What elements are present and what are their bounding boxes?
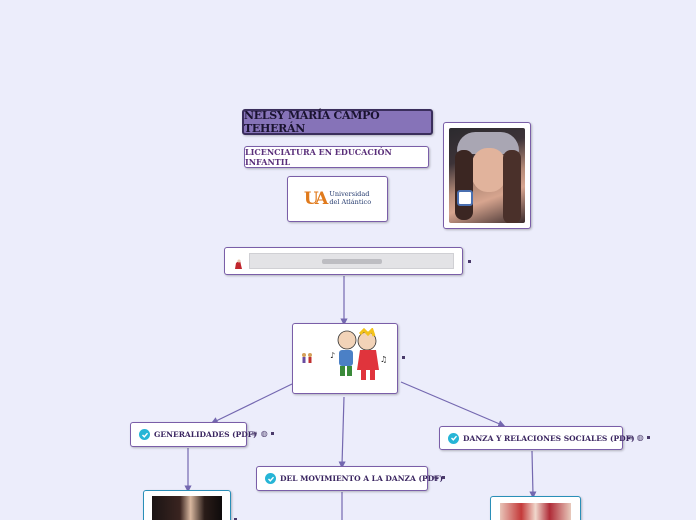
- danza-image: [500, 503, 571, 520]
- university-logo-node[interactable]: UA Universidad del Atlántico: [287, 176, 388, 222]
- topic-generalidades-markers: ≡ ◍: [251, 429, 274, 438]
- globe-icon[interactable]: ◍: [636, 433, 644, 442]
- center-note-marker[interactable]: [402, 356, 405, 359]
- topic-danza-markers: ≡ ◍: [627, 433, 650, 442]
- check-icon: [139, 429, 150, 440]
- note-lines-icon[interactable]: ≡: [627, 433, 634, 442]
- globe-icon[interactable]: ◍: [260, 429, 268, 438]
- hat-icon: [233, 255, 243, 269]
- note-lines-icon[interactable]: ≡: [251, 429, 258, 438]
- hair-shape: [455, 150, 473, 220]
- career-node[interactable]: LICENCIATURA EN EDUCACIÓN INFANTIL: [244, 146, 429, 168]
- career-text: LICENCIATURA EN EDUCACIÓN INFANTIL: [245, 147, 392, 167]
- check-icon: [265, 473, 276, 484]
- photo-overlay-square: [457, 190, 473, 206]
- marker-dot[interactable]: [646, 436, 650, 439]
- topic-movimiento-markers: ≡: [432, 473, 445, 482]
- generalidades-image-node[interactable]: [143, 490, 231, 520]
- topic-label: DEL MOVIMIENTO A LA DANZA (PDF): [280, 474, 444, 483]
- generalidades-image: [152, 496, 222, 520]
- name-title-text: NELSY MARÍA CAMPO TEHERÁN: [244, 109, 380, 135]
- connector-center-danza: [400, 381, 506, 427]
- university-line2: del Atlántico: [329, 198, 372, 206]
- topic-danza-relaciones[interactable]: DANZA Y RELACIONES SOCIALES (PDF): [439, 426, 635, 450]
- check-icon: [448, 432, 459, 444]
- svg-text:♫: ♫: [380, 355, 387, 364]
- university-line1: Universidad: [329, 190, 370, 199]
- university-monogram: UA: [303, 189, 328, 209]
- hair-shape-right: [503, 150, 521, 223]
- video-node[interactable]: [224, 247, 463, 275]
- face-shape: [471, 148, 507, 192]
- video-embed[interactable]: [249, 253, 454, 269]
- generalidades-image-marker[interactable]: [234, 518, 237, 520]
- photo-node[interactable]: [443, 122, 531, 229]
- name-title-node[interactable]: NELSY MARÍA CAMPO TEHERÁN: [242, 109, 433, 135]
- marker-dot[interactable]: [441, 476, 445, 479]
- video-placeholder-bar: [321, 258, 382, 264]
- connector-center-generalidades: [210, 383, 293, 424]
- danza-image-node[interactable]: [490, 496, 581, 520]
- connector-center-movimiento: [338, 396, 346, 469]
- dancers-small-icon: [301, 349, 313, 368]
- topic-movimiento[interactable]: DEL MOVIMIENTO A LA DANZA (PDF): [256, 466, 443, 491]
- svg-text:♪: ♪: [330, 351, 335, 360]
- topic-label: DANZA Y RELACIONES SOCIALES (PDF): [463, 433, 635, 443]
- topic-generalidades[interactable]: GENERALIDADES (PDF): [130, 422, 257, 447]
- video-note-marker[interactable]: [468, 260, 471, 263]
- center-image-node[interactable]: ♪ ♫: [292, 323, 398, 394]
- connector-danza-image: [529, 450, 537, 499]
- note-lines-icon[interactable]: ≡: [432, 473, 439, 482]
- beanie-shape: [457, 132, 519, 154]
- profile-photo: [449, 128, 525, 223]
- marker-dot[interactable]: [270, 432, 274, 435]
- topic-label: GENERALIDADES (PDF): [154, 430, 257, 439]
- dancing-couple-image: ♪ ♫: [327, 326, 387, 390]
- university-name: Universidad del Atlántico: [329, 190, 372, 207]
